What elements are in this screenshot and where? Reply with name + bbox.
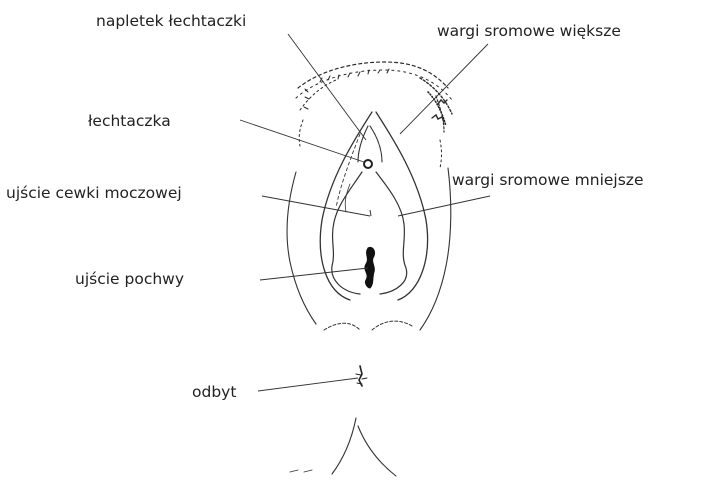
leader-line-odbyt <box>258 378 358 391</box>
clitoral-hood <box>358 126 382 162</box>
clitoris-marker <box>364 160 372 168</box>
leader-line-wargi-mniejsze <box>398 196 490 216</box>
leader-line-cewka <box>262 196 370 216</box>
label-labia-majora: wargi sromowe większe <box>437 22 621 40</box>
label-labia-minora: wargi sromowe mniejsze <box>452 171 643 189</box>
buttocks-contour <box>290 418 396 476</box>
label-clitoris: łechtaczka <box>88 112 171 130</box>
pubic-hair <box>296 62 452 168</box>
label-vaginal-opening: ujście pochwy <box>75 270 184 288</box>
leader-line-pochwa <box>260 268 368 280</box>
label-clitoral-hood: napletek łechtaczki <box>96 12 246 30</box>
leader-lines <box>240 34 490 391</box>
leader-line-lechtaczka <box>240 120 364 162</box>
label-urethral-opening: ujście cewki moczowej <box>6 184 182 202</box>
anus-marker <box>356 366 367 386</box>
label-anus: odbyt <box>192 383 236 401</box>
urethral-opening-marker <box>370 210 371 216</box>
